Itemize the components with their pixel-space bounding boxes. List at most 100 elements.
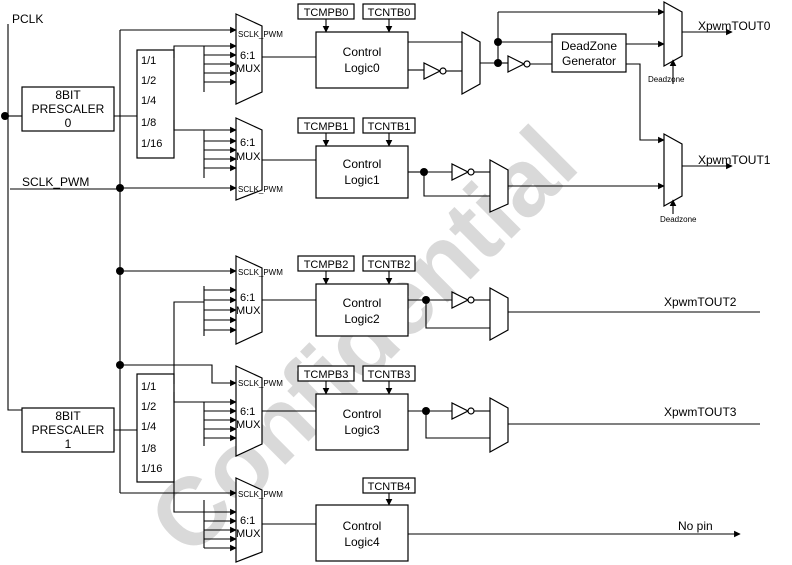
mux-1-ratio: 6:1 (240, 137, 255, 149)
inverter-0-bubble (439, 67, 447, 75)
output-mux-tout1-shape (663, 132, 683, 208)
mux-4-sclk-label: SCLK_PWM (238, 490, 283, 499)
output-mux-3-shape (489, 396, 509, 454)
inverter-2-shape (451, 291, 470, 309)
mux-2-label: MUX (236, 305, 261, 317)
mux-2-sclk-label: SCLK_PWM (238, 268, 283, 277)
mux-3: SCLK_PWM 6:1 MUX (235, 365, 283, 457)
control-logic-0: TCMPB0 TCNTB0 Control Logic0 (297, 3, 416, 89)
mux-2: SCLK_PWM 6:1 MUX (235, 255, 283, 345)
tcmpb0-label: TCMPB0 (304, 7, 349, 19)
divider-0-box (136, 49, 175, 159)
divider-0-1-4: 1/4 (141, 95, 156, 107)
inverter-1-bubble (467, 168, 475, 176)
control-logic-0-line1: Control (343, 45, 382, 59)
divider-1-1-8: 1/8 (141, 443, 156, 455)
mux-0-ratio: 6:1 (240, 50, 255, 62)
output-mux-1-shape (489, 158, 509, 213)
tcntb4-label: TCNTB4 (368, 481, 411, 493)
mux-0-label: MUX (236, 63, 261, 75)
input-wiring (1, 24, 237, 497)
prescaler-0-box (21, 86, 115, 132)
mux-2-shape (235, 255, 263, 345)
output-tout3-label: XpwmTOUT3 (664, 405, 737, 419)
sclk-pwm-label: SCLK_PWM (22, 175, 89, 189)
divider-1-box (136, 373, 175, 483)
mux-to-logic-wiring (262, 56, 316, 525)
mux-4: SCLK_PWM 6:1 MUX (235, 477, 283, 563)
control-logic-1: TCMPB1 TCNTB1 Control Logic1 (297, 117, 416, 199)
inverter-2-bubble (467, 296, 475, 304)
control-logic-0-line2: Logic0 (344, 61, 380, 75)
mux-0-shape (235, 13, 263, 105)
mux-4-label: MUX (236, 528, 261, 540)
mux-3-shape (235, 365, 263, 457)
divider-0-1-2: 1/2 (141, 75, 156, 87)
prescaler-0-line3: 0 (65, 116, 72, 130)
inverter-1-shape (451, 163, 470, 181)
inverter-0b-shape (507, 55, 526, 73)
divider-1-wiring (173, 286, 237, 552)
output-tout1-label: XpwmTOUT1 (698, 153, 771, 167)
mux-2-ratio: 6:1 (240, 292, 255, 304)
prescaler-0-line2: PRESCALER (32, 102, 105, 116)
divider-1-1-1: 1/1 (141, 381, 156, 393)
inverter-0b-bubble (523, 60, 531, 68)
divider-1-1-4: 1/4 (141, 421, 156, 433)
tcntb1-label: TCNTB1 (368, 121, 411, 133)
control-logic-2-line1: Control (343, 296, 382, 310)
output-mux-2-shape (489, 286, 509, 342)
mux-1: SCLK_PWM 6:1 MUX (235, 117, 283, 201)
channel-1-output-path: Deadzone XpwmTOUT1 (408, 132, 771, 224)
mux-3-ratio: 6:1 (240, 406, 255, 418)
mux-4-shape (235, 477, 263, 563)
tcntb0-label: TCNTB0 (368, 7, 411, 19)
mux-4-ratio: 6:1 (240, 515, 255, 527)
channel-4-output-path: No pin (408, 519, 741, 538)
prescaler-1: 8BIT PRESCALER 1 (21, 407, 115, 453)
control-logic-1-box (315, 145, 409, 199)
divider-0-1-16: 1/16 (141, 138, 162, 150)
mux-1-label: MUX (236, 151, 261, 163)
mux-3-label: MUX (236, 419, 261, 431)
control-logic-1-line2: Logic1 (344, 173, 380, 187)
mux-0-sclk-label: SCLK_PWM (238, 30, 283, 39)
prescaler-0: 8BIT PRESCALER 0 (21, 86, 115, 132)
deadzone-generator-line2: Generator (562, 54, 616, 68)
divider-0-wiring (173, 42, 237, 178)
inverter-3-shape (451, 402, 470, 420)
pclk-junction-dot (1, 112, 9, 120)
channel-2-output-path: XpwmTOUT2 (408, 286, 760, 342)
divider-0: 1/1 1/2 1/4 1/8 1/16 (136, 49, 175, 159)
control-logic-3-box (315, 393, 409, 451)
output-tout2-label: XpwmTOUT2 (664, 295, 737, 309)
divider-0-1-1: 1/1 (141, 55, 156, 67)
control-logic-4-line1: Control (343, 519, 382, 533)
inverter-0-shape (423, 62, 442, 80)
divider-1-1-16: 1/16 (141, 463, 162, 475)
control-logic-4-box (315, 504, 409, 562)
deadzone-generator-line1: DeadZone (561, 39, 617, 53)
tcmpb1-label: TCMPB1 (304, 121, 349, 133)
prescaler-1-line3: 1 (65, 437, 72, 451)
control-logic-0-box (315, 31, 409, 89)
control-logic-3: TCMPB3 TCNTB3 Control Logic3 (297, 365, 416, 451)
mux-1-shape (235, 117, 263, 201)
tcntb3-label: TCNTB3 (368, 369, 411, 381)
control-logic-4-line2: Logic4 (344, 535, 380, 549)
channel-0-output-path: DeadZone Generator Deadzone XpwmTOUT0 (408, 0, 771, 144)
control-logic-1-line1: Control (343, 157, 382, 171)
prescaler-1-line2: PRESCALER (32, 423, 105, 437)
control-logic-3-line1: Control (343, 407, 382, 421)
mux-0: SCLK_PWM 6:1 MUX (235, 13, 283, 105)
mux-1-sclk-label: SCLK_PWM (238, 185, 283, 194)
divider-0-1-8: 1/8 (141, 117, 156, 129)
divider-1-1-2: 1/2 (141, 401, 156, 413)
tcntb2-label: TCNTB2 (368, 259, 411, 271)
prescaler-1-box (21, 407, 115, 453)
prescaler-1-line1: 8BIT (55, 409, 81, 423)
output-tout0-label: XpwmTOUT0 (698, 19, 771, 33)
output-mux-tout0-shape (663, 0, 683, 68)
control-logic-4: TCNTB4 Control Logic4 (315, 477, 416, 562)
inverter-3-bubble (467, 407, 475, 415)
